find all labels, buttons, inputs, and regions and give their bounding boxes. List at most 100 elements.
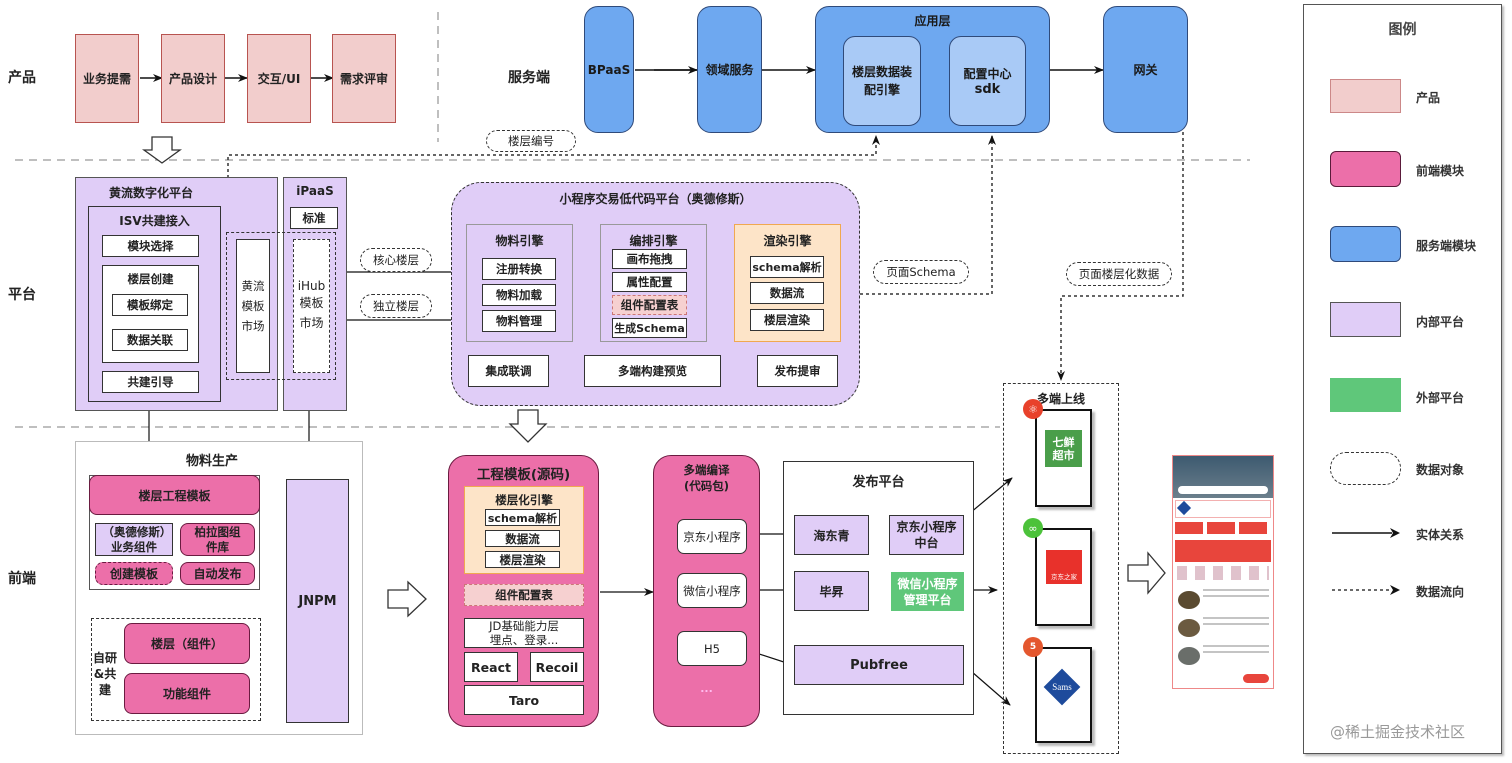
module-select: 模块选择 (102, 235, 199, 257)
legend: 图例 产品 前端模块 服务端模块 内部平台 外部平台 数据对象 实体关系 数据流… (1303, 4, 1502, 754)
huangliu-platform: 黄流数字化平台 ISV共建接入 模块选择 楼层创建 模板绑定 数据关联 共建引导 (75, 177, 278, 411)
data-object-floor-id: 楼层编号 (486, 130, 576, 152)
product-step-design: 产品设计 (161, 34, 225, 123)
product-step-review: 需求评审 (332, 34, 396, 123)
ihub-market-line1: iHub (297, 279, 326, 293)
legend-label-frontend: 前端模块 (1416, 164, 1465, 178)
legend-swatch-service (1330, 226, 1401, 262)
template-market-group (226, 232, 336, 380)
lane-label-platform: 平台 (8, 287, 36, 303)
ipaas-title: iPaaS (296, 184, 334, 198)
project-template-title: 工程模板(源码) (476, 467, 571, 483)
screenshot-categories (1177, 566, 1269, 580)
engine-item: 物料加载 (482, 284, 556, 306)
data-object-page-floor-data: 页面楼层化数据 (1066, 262, 1172, 286)
product-step-interaction-ui: 交互/UI (247, 34, 311, 123)
engine-item: 属性配置 (612, 272, 687, 292)
compile-more: ... (700, 682, 713, 695)
bisheng: 毕昇 (794, 571, 869, 611)
huangliu-title: 黄流数字化平台 (108, 186, 193, 200)
hollow-down-arrow (508, 409, 548, 443)
jd-mini-center: 京东小程序中台 (889, 515, 964, 555)
function-component: 功能组件 (124, 673, 250, 714)
legend-swatch-data-object (1330, 452, 1401, 485)
screenshot-product-2 (1178, 619, 1200, 637)
engine-item-config-table: 组件配置表 (612, 295, 687, 315)
component-config-table: 组件配置表 (464, 584, 584, 606)
legend-label-external: 外部平台 (1416, 391, 1465, 405)
legend-label-service: 服务端模块 (1416, 239, 1477, 253)
palatu-label: 柏拉图组件库 (194, 524, 241, 554)
hollow-down-arrow (141, 136, 183, 164)
legend-dashed-arrow-icon (1332, 585, 1400, 595)
engine-item: schema解析 (485, 509, 560, 526)
floor-data-assembly-engine: 楼层数据装配引擎 (843, 36, 921, 126)
data-flow-page-schema (860, 135, 996, 295)
legend-solid-arrow-icon (1332, 528, 1400, 538)
hollow-right-arrow (1127, 551, 1166, 595)
lane-label-service: 服务端 (508, 70, 550, 86)
data-object-page-schema: 页面Schema (873, 260, 969, 284)
self-build-label: 自研&共建 (92, 651, 117, 697)
lane-label-product: 产品 (8, 70, 36, 86)
palatu-component-lib: 柏拉图组件库 (180, 523, 255, 556)
service-app-layer: 应用层 楼层数据装配引擎 配置中心 sdk (815, 6, 1050, 133)
publish-review: 发布提审 (757, 355, 838, 387)
jd-base-layer: JD基础能力层 埋点、登录... (464, 618, 584, 648)
biz-components-label: （奥德修斯）业务组件 (102, 524, 166, 554)
integration-debug: 集成联调 (468, 355, 549, 387)
floor-engine: 楼层化引擎 schema解析 数据流 楼层渲染 (464, 486, 584, 574)
legend-title: 图例 (1388, 22, 1417, 38)
material-production: 物料生产 楼层工程模板 （奥德修斯）业务组件 柏拉图组件库 创建模板 自动发布 … (75, 441, 363, 735)
render-engine: 渲染引擎 schema解析 数据流 楼层渲染 (734, 224, 841, 342)
jd-base-line2: 埋点、登录... (489, 633, 559, 647)
compile-title-line2: (代码包) (683, 479, 729, 493)
lowcode-platform: 小程序交易低代码平台（奥德修斯） 物料引擎 注册转换 物料加载 物料管理 编排引… (451, 182, 860, 406)
lowcode-title: 小程序交易低代码平台（奥德修斯） (559, 192, 752, 206)
huangliu-market-label: 黄流模板市场 (241, 279, 265, 333)
project-template: 工程模板(源码) 楼层化引擎 schema解析 数据流 楼层渲染 组件配置表 J… (448, 455, 599, 727)
multi-compile: 多端编译 (代码包) 京东小程序 微信小程序 H5 ... (653, 455, 760, 727)
auto-publish: 自动发布 (180, 562, 255, 585)
legend-label-data-object: 数据对象 (1416, 463, 1465, 477)
config-sdk-line1: 配置中心 (963, 67, 1012, 81)
ihub-template-market: iHub 模板市场 (293, 239, 330, 373)
biz-components: （奥德修斯）业务组件 (95, 523, 173, 556)
orchestration-engine: 编排引擎 画布拖拽 属性配置 组件配置表 生成Schema (600, 224, 707, 342)
publish-title: 发布平台 (852, 475, 905, 490)
co-build-guide: 共建引导 (102, 371, 199, 393)
orchestration-engine-title: 编排引擎 (629, 234, 678, 248)
engine-item: 楼层渲染 (750, 309, 824, 331)
screenshot-product-3 (1178, 647, 1200, 665)
wechat-admin-label: 微信小程序管理平台 (897, 576, 958, 607)
legend-swatch-internal (1330, 302, 1401, 337)
data-object-independent-floor: 独立楼层 (360, 294, 432, 318)
product-step-requirement: 业务提需 (75, 34, 139, 123)
service-gateway: 网关 (1103, 6, 1188, 133)
html5-icon: 5 (1023, 637, 1043, 657)
legend-swatch-external (1330, 378, 1401, 412)
isv-title: ISV共建接入 (119, 214, 190, 228)
compile-title-line1: 多端编译 (683, 463, 730, 477)
data-association: 数据关联 (112, 329, 188, 351)
publish-platform: 发布平台 海东青 京东小程序中台 毕昇 微信小程序管理平台 Pubfree (783, 461, 974, 715)
engine-item: schema解析 (750, 256, 824, 278)
material-title: 物料生产 (186, 454, 239, 469)
screenshot-store (1175, 500, 1271, 518)
config-center-sdk: 配置中心 sdk (949, 36, 1026, 126)
data-object-core-floor: 核心楼层 (360, 248, 432, 272)
engine-item: 生成Schema (612, 318, 687, 338)
compile-target-jd: 京东小程序 (677, 519, 747, 554)
jnpm: JNPM (286, 479, 349, 723)
legend-swatch-product (1330, 79, 1401, 113)
screenshot-banner (1175, 540, 1271, 562)
jd-miniprogram-icon: ⚛ (1023, 399, 1043, 419)
self-build-group (91, 618, 261, 721)
engine-item: 注册转换 (482, 258, 556, 280)
floor-create-title: 楼层创建 (127, 272, 174, 286)
engine-item: 画布拖拽 (612, 249, 687, 269)
service-bpaas: BPaaS (584, 6, 634, 133)
ihub-market-line2: 模板市场 (299, 296, 324, 330)
app-layer-title: 应用层 (914, 14, 951, 28)
compile-target-h5: H5 (677, 631, 747, 666)
